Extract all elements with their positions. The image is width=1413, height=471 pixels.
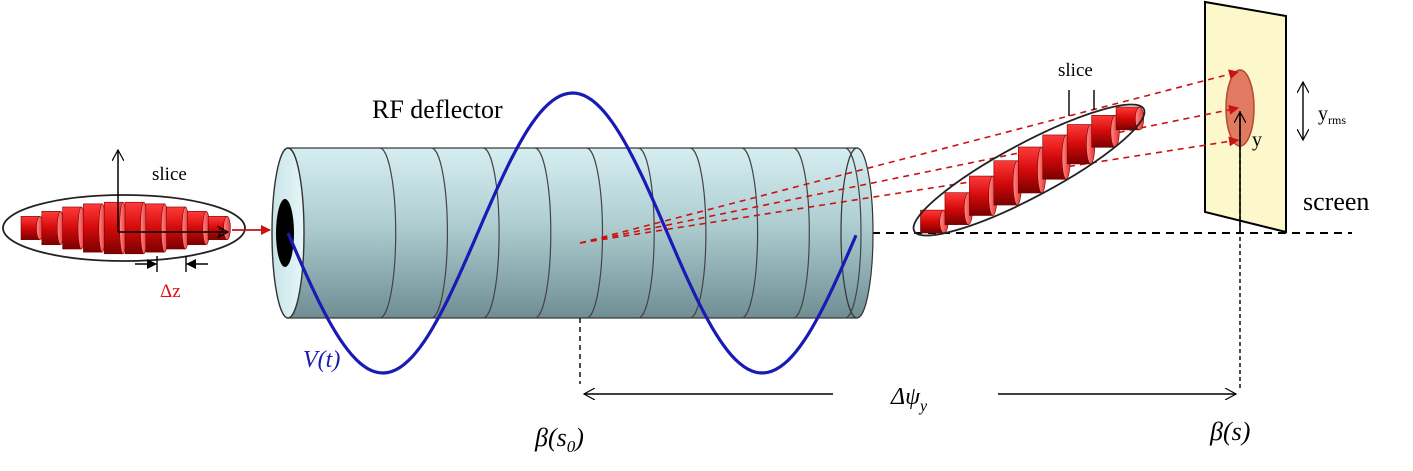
- voltage-waveform: [286, 91, 858, 375]
- beta-s-label: β(s): [1209, 417, 1250, 446]
- cavity-disc: [586, 147, 604, 319]
- z-axis-label: z: [217, 223, 225, 240]
- delta-psi-label: Δψy: [890, 384, 928, 415]
- cavity-disc: [689, 147, 707, 319]
- cavity-body: [287, 147, 858, 319]
- deflected-trajectories: [579, 69, 1239, 244]
- slice-label-left: slice: [152, 164, 187, 185]
- cavity-disc: [638, 147, 655, 319]
- delta-z-label: Δz: [160, 281, 181, 302]
- left-bunch: [20, 201, 231, 255]
- y-rms-label: yrms: [1318, 103, 1346, 127]
- cavity-disc: [431, 147, 448, 319]
- beta-s0-label: β(s0): [534, 423, 584, 456]
- trajectory-top: [579, 69, 1239, 244]
- cavity-disc: [844, 147, 862, 319]
- right-bunch-envelope: [912, 103, 1146, 237]
- right-bunch: [920, 106, 1145, 234]
- y-axis-label: y: [1252, 129, 1262, 151]
- cavity-end-cap: [840, 147, 874, 319]
- cavity-aperture: [276, 199, 294, 267]
- screen-label: screen: [1303, 187, 1369, 216]
- rf-deflector-label: RF deflector: [372, 95, 503, 124]
- rf-deflector-cavity: [271, 147, 874, 319]
- voltage-label: V(t): [303, 347, 340, 373]
- bunch-slice-face: [223, 216, 231, 240]
- left-bunch-envelope: [2, 194, 246, 262]
- screen: [1204, 0, 1287, 234]
- cavity-disc: [793, 147, 810, 319]
- cavity-disc: [741, 147, 759, 319]
- trajectory-middle: [579, 104, 1239, 244]
- slice-label-right: slice: [1058, 60, 1093, 81]
- cavity-disc: [534, 147, 552, 319]
- cavity-disc: [483, 147, 500, 319]
- cavity-disc: [379, 147, 397, 319]
- trajectory-bottom: [579, 136, 1239, 244]
